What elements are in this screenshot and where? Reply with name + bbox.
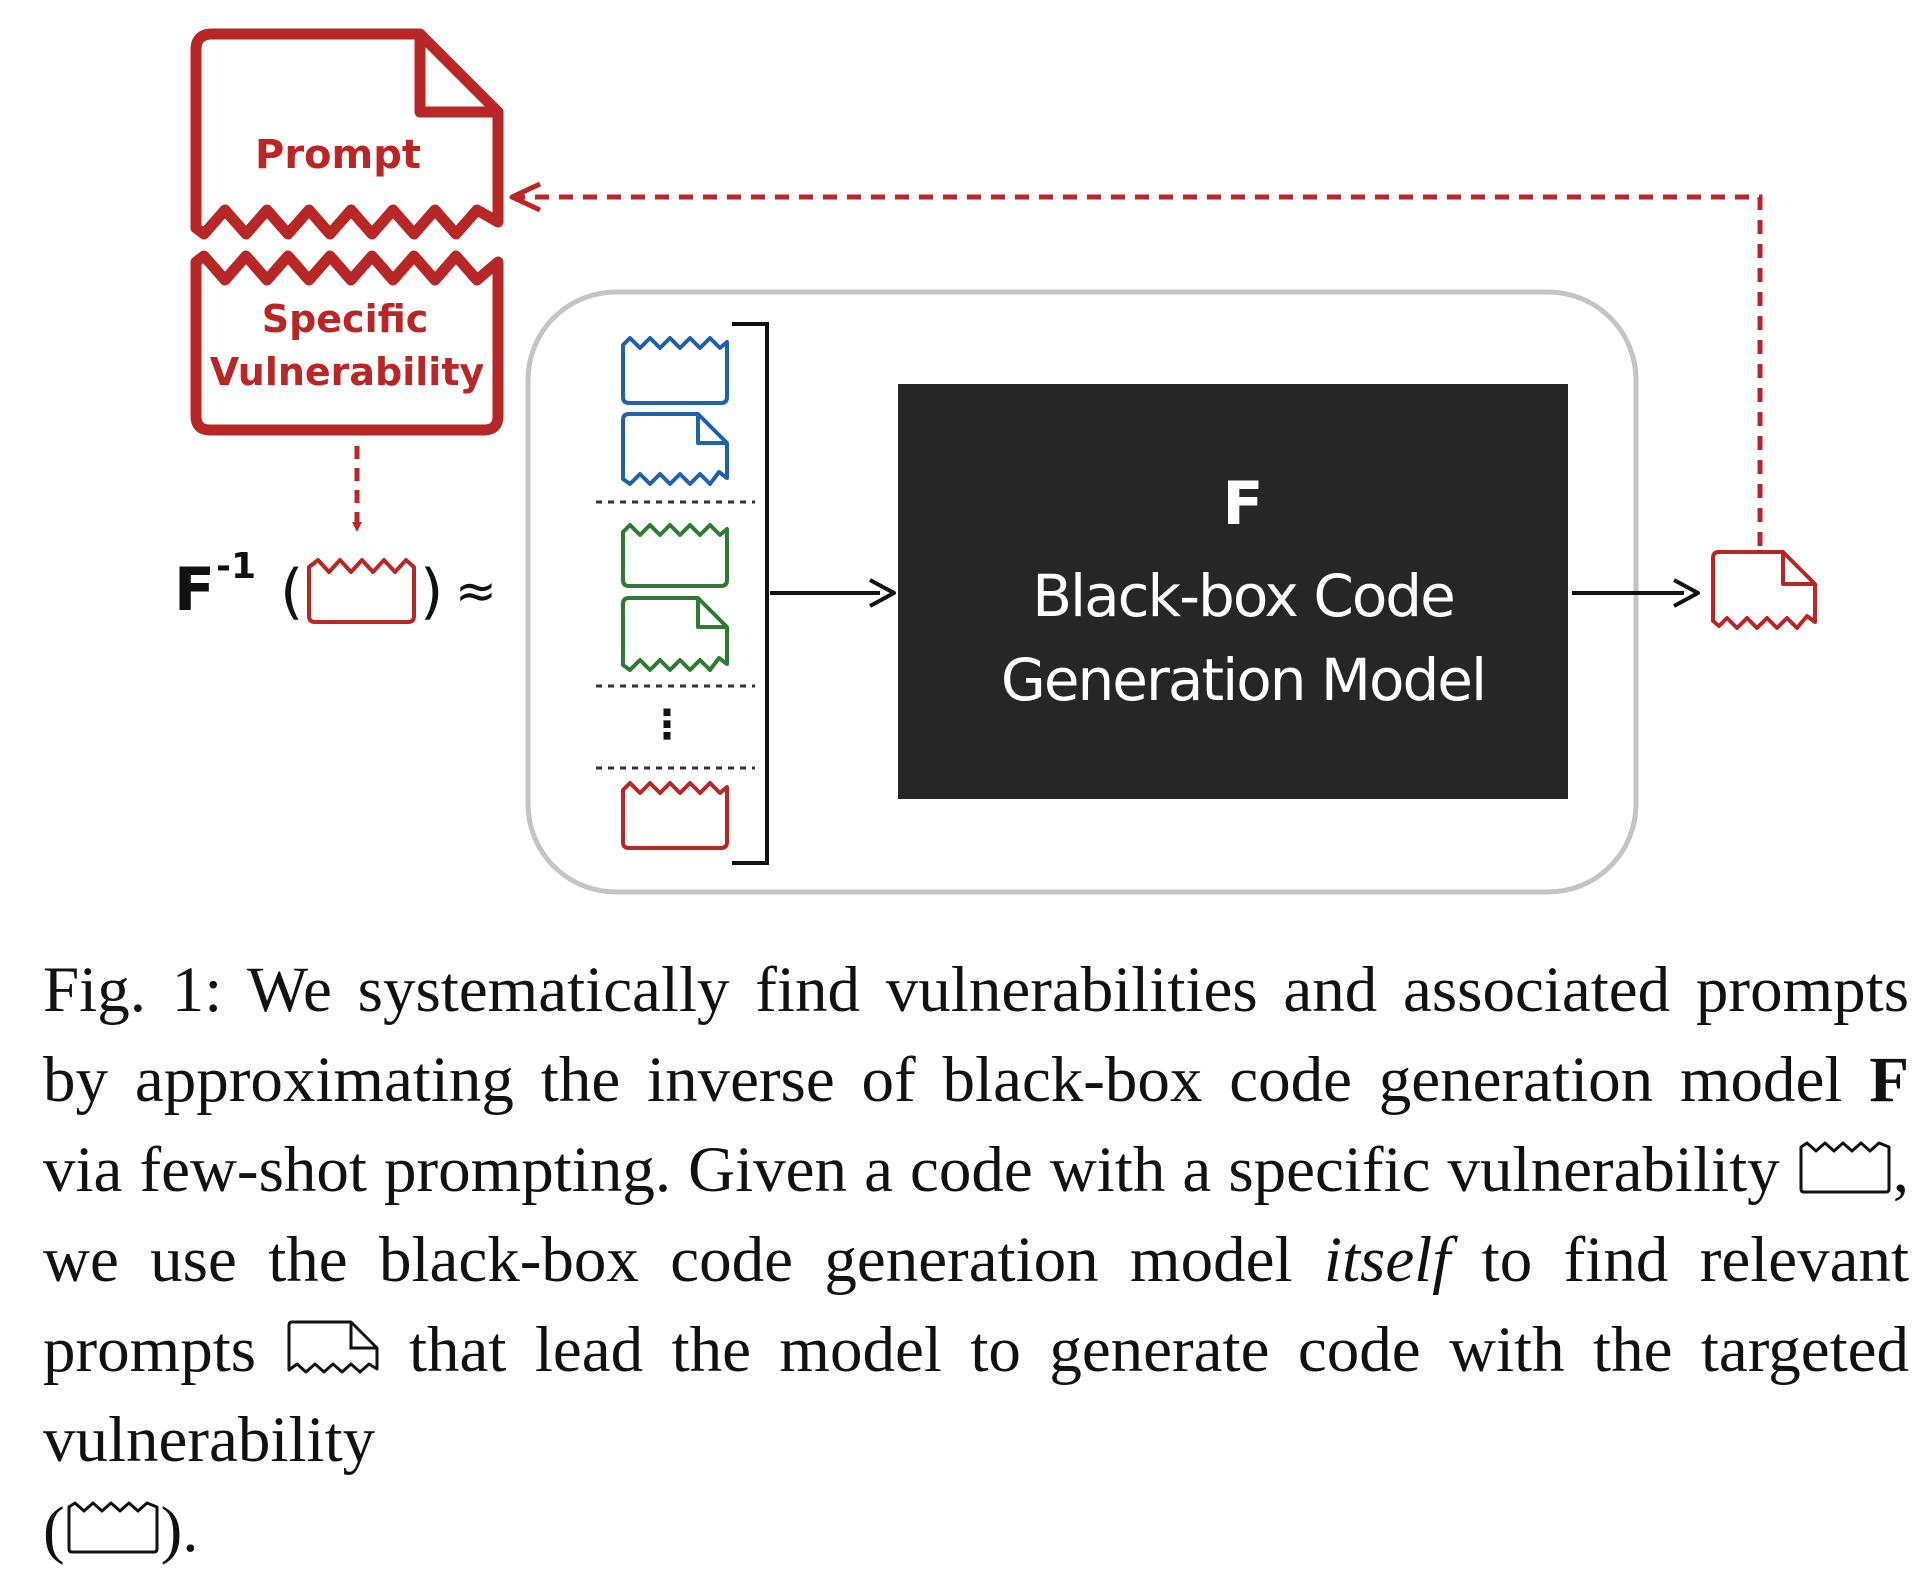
vulnerability-label-line1: Specific	[262, 297, 429, 341]
caption-part4: to find relevant prompts	[43, 1224, 1910, 1386]
feedback-dashed-line	[518, 194, 1763, 546]
feedback-arrow-head	[509, 181, 542, 213]
caption-vulnerability-icon	[1799, 1141, 1891, 1194]
example-2-prompt-icon	[621, 596, 729, 672]
caption-bold-f: F	[1869, 1044, 1909, 1116]
example-1-prompt-icon	[621, 412, 729, 486]
prompt-document-icon	[190, 28, 504, 240]
caption-italic-itself: itself	[1323, 1224, 1451, 1296]
caption-part1: Fig. 1: We systematically find vulnerabi…	[43, 954, 1909, 1116]
vulnerability-label-line2: Vulnerability	[210, 350, 485, 394]
close-paren: )	[420, 557, 443, 627]
output-prompt-icon	[1711, 550, 1817, 630]
example-1-code-icon	[621, 336, 729, 405]
output-arrow-head	[1673, 578, 1700, 608]
example-2-code-icon	[621, 523, 729, 588]
figure-caption: Fig. 1: We systematically find vulnerabi…	[43, 945, 1909, 1575]
model-letter: F	[1223, 469, 1264, 539]
inverse-exponent: -1	[216, 546, 256, 587]
vulnerability-small-icon	[307, 558, 416, 624]
approx-symbol: ≈	[455, 562, 497, 620]
query-code-icon	[621, 781, 729, 850]
black-box-model	[898, 384, 1568, 799]
model-title-line2: Generation Model	[1001, 646, 1485, 714]
caption-open-paren: (	[43, 1494, 65, 1566]
vertical-ellipsis: ⋮	[647, 702, 687, 748]
inverse-symbol: F	[174, 555, 215, 625]
diagram: Prompt Specific Vulnerability F -1 ( ) ≈…	[174, 28, 1817, 895]
examples-bracket	[732, 322, 769, 865]
vulnerability-code-icon	[190, 250, 504, 436]
model-title-line1: Black-box Code	[1032, 562, 1454, 630]
open-paren: (	[280, 557, 303, 627]
input-arrow-head	[869, 578, 896, 608]
caption-prompt-icon	[287, 1320, 379, 1374]
caption-part2: via few-shot prompting. Given a code wit…	[43, 1134, 1797, 1206]
caption-part5: that lead the model to generate code wit…	[43, 1314, 1910, 1476]
caption-part3: , we use the black-box code generation m…	[43, 1134, 1909, 1296]
prompt-label: Prompt	[255, 132, 421, 178]
caption-vulnerability-icon-2	[67, 1501, 159, 1554]
caption-close: ).	[160, 1494, 199, 1566]
